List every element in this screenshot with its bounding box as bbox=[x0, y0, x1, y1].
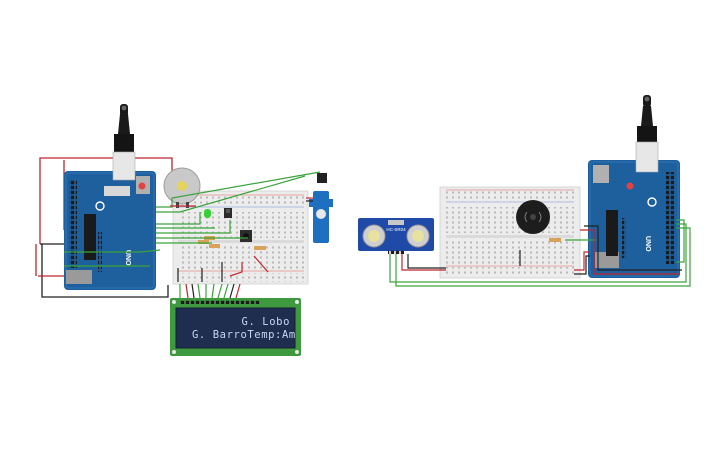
servo-motor bbox=[309, 173, 333, 243]
lcd-display: G. Lobo G. BarroTemp:Am bbox=[170, 298, 301, 356]
right-wires bbox=[389, 219, 691, 287]
breadboard-right bbox=[439, 186, 581, 279]
arduino-uno-left: UNO bbox=[64, 171, 156, 290]
lcd-line-2: G. BarroTemp:Am bbox=[192, 329, 296, 341]
lcd-line-1: G. Lobo bbox=[242, 316, 290, 328]
lcd-wires bbox=[179, 283, 241, 299]
ultrasonic-sensor: HC-SR04 bbox=[358, 218, 434, 254]
ultrasonic-label: HC-SR04 bbox=[386, 227, 406, 232]
usb-cable-right bbox=[635, 95, 659, 173]
left-wires-front bbox=[64, 171, 321, 282]
arduino-uno-right: UNO bbox=[588, 160, 680, 278]
arduino-right-label: UNO bbox=[644, 236, 651, 252]
resistor-right bbox=[549, 238, 561, 242]
usb-cable-left bbox=[112, 104, 136, 181]
arduino-left-label: UNO bbox=[124, 250, 131, 266]
piezo-buzzer bbox=[516, 200, 550, 234]
